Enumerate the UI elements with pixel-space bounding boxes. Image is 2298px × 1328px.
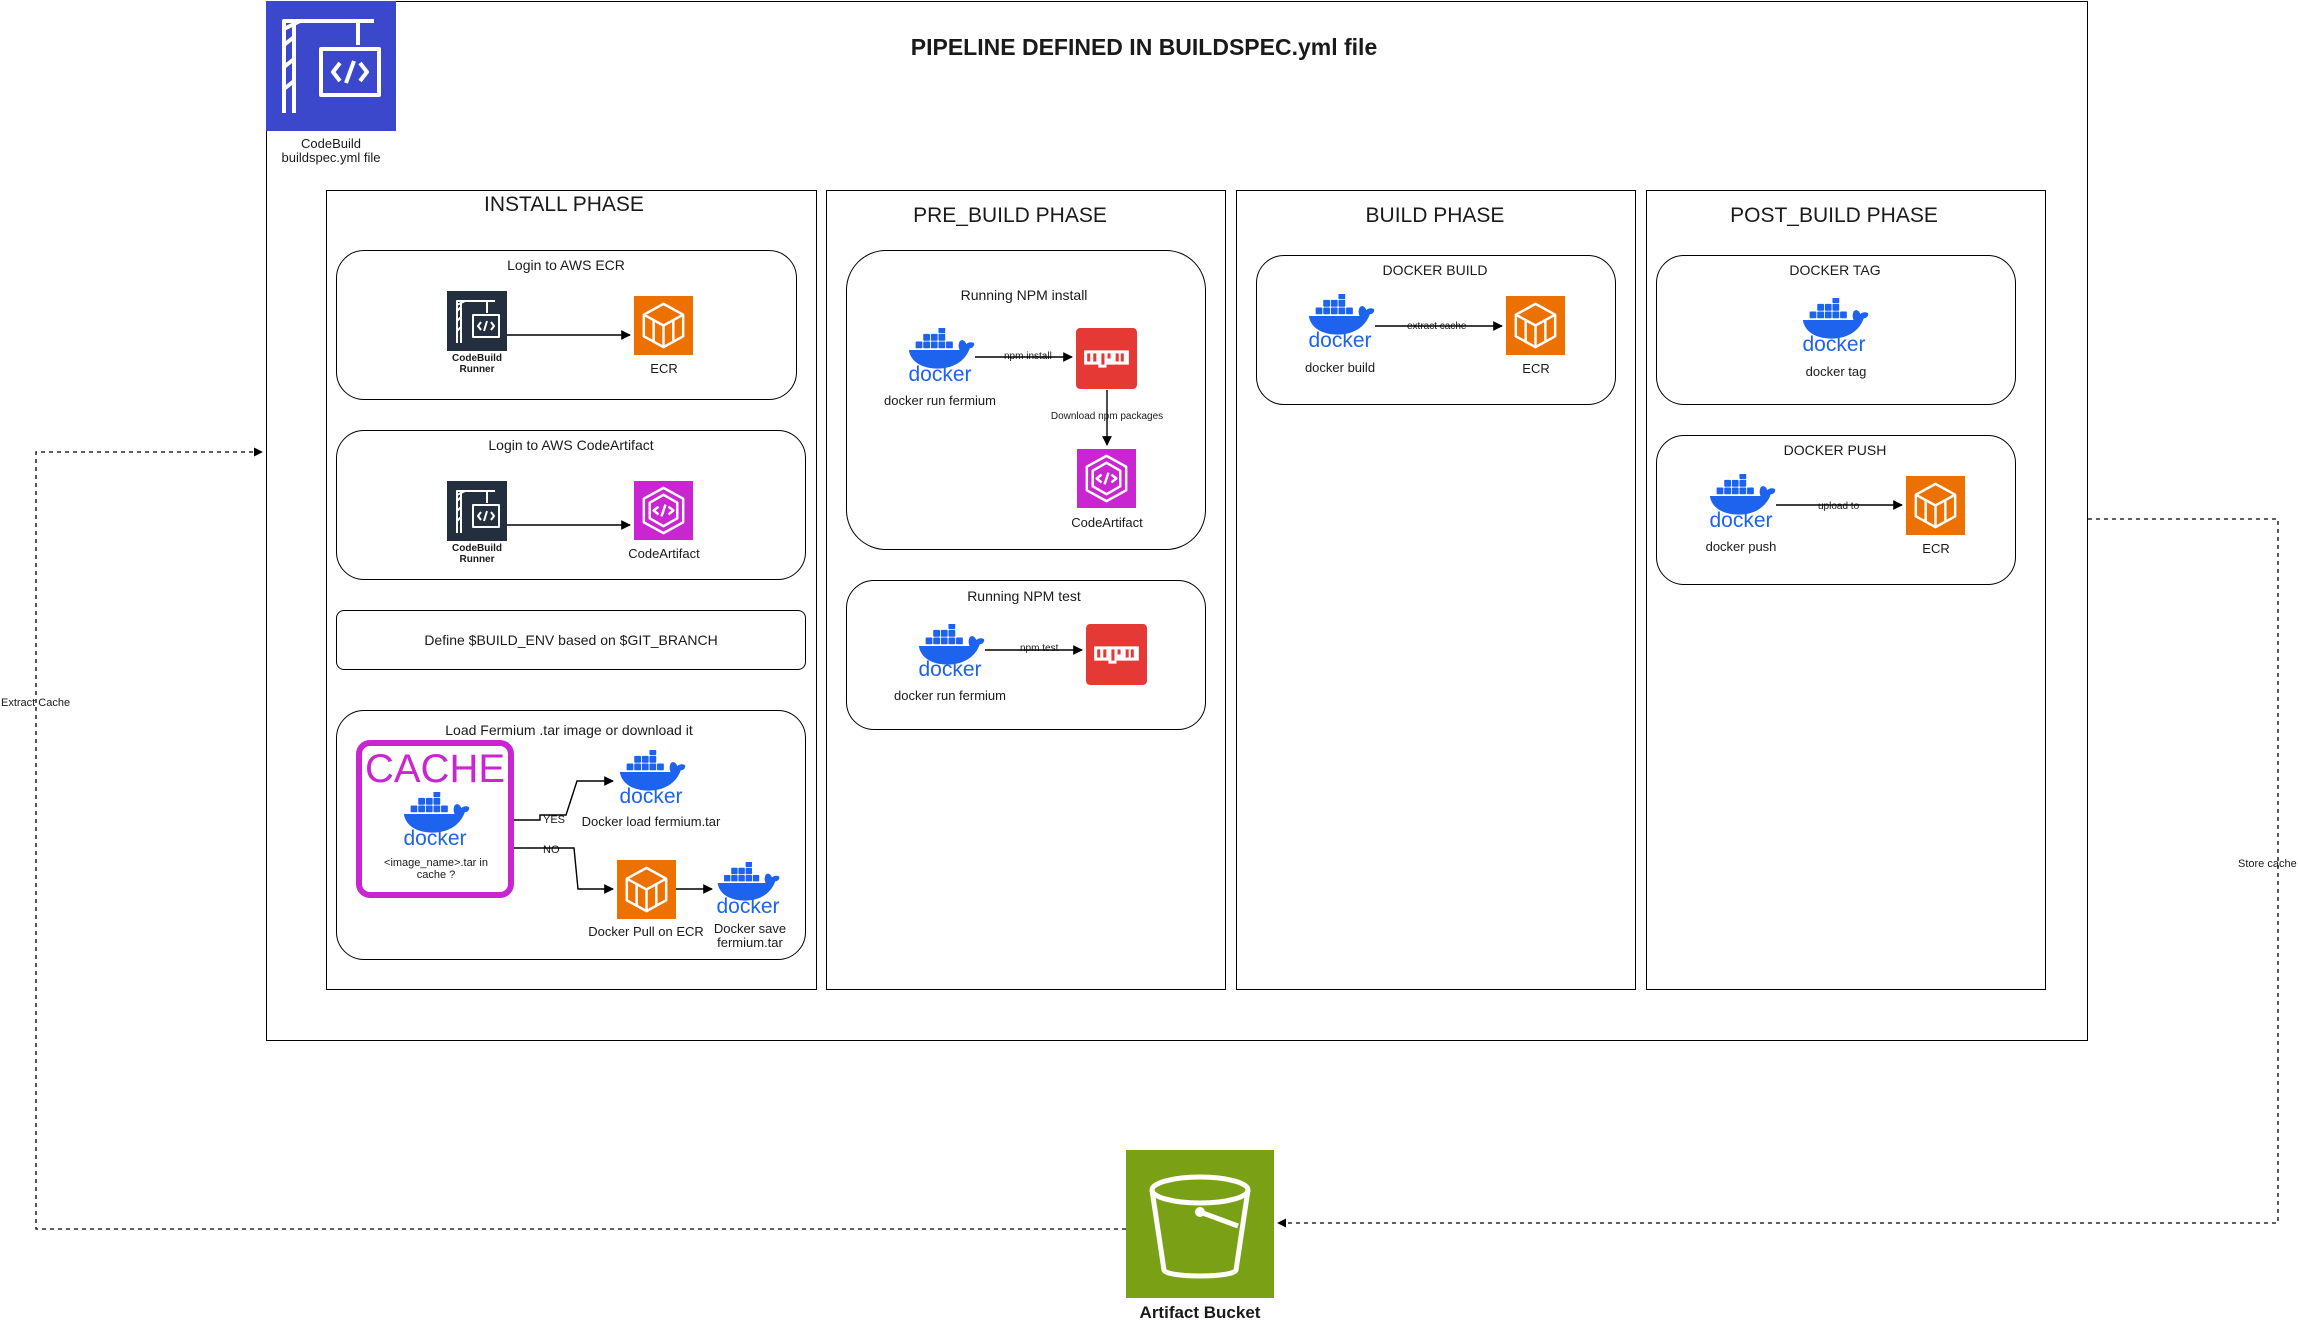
codebuild-runner-icon [447,481,507,541]
docker-pull-label: Docker Pull on ECR [588,924,704,939]
store-cache-label: Store cache [2238,858,2297,870]
codeartifact-icon [634,481,693,540]
ecr-icon [634,296,693,355]
docker-wordmark: docker [908,363,972,386]
docker-build-title: DOCKER BUILD [1382,262,1488,278]
codeartifact-login-title: Login to AWS CodeArtifact [488,437,654,453]
docker-run-label: docker run fermium [894,688,1006,703]
docker-run-label: docker run fermium [884,393,996,408]
runner-label: CodeBuild Runner [452,543,502,565]
install-phase-title: INSTALL PHASE [484,193,644,216]
ecr-label: ECR [650,361,678,376]
ecr-icon [1506,296,1565,355]
upload-edge-label: upload to [1818,501,1860,512]
npm-install-title: Running NPM install [960,287,1088,303]
load-fermium-title: Load Fermium .tar image or download it [445,722,693,738]
codeartifact-icon [1077,449,1136,508]
cache-question: <image_name>.tar in cache ? [384,857,488,882]
download-edge-label: Download npm packages [1050,411,1164,422]
docker-wordmark: docker [1308,329,1372,352]
ecr-icon [617,860,676,919]
docker-wordmark: docker [619,785,683,808]
ecr-login-box [336,250,797,400]
docker-save-label: Docker save fermium.tar [713,921,787,951]
docker-wordmark: docker [716,895,780,918]
build-phase-title: BUILD PHASE [1365,204,1505,227]
docker-wordmark: docker [1709,509,1773,532]
docker-wordmark: docker [918,658,982,681]
docker-build-label: docker build [1304,360,1376,375]
ecr-label: ECR [1522,361,1550,376]
ecr-login-title: Login to AWS ECR [507,257,625,273]
npm-icon [1076,328,1137,389]
npm-install-edge-label: npm install [1004,351,1052,362]
postbuild-phase-title: POST_BUILD PHASE [1730,204,1938,227]
docker-load-label: Docker load fermium.tar [581,814,721,829]
codebuild-runner-icon [447,291,507,351]
npm-test-title: Running NPM test [967,588,1081,604]
npm-test-edge-label: npm test [1020,643,1059,654]
docker-wordmark: docker [1802,333,1866,356]
codeartifact-label: CodeArtifact [628,546,700,561]
cache-word: CACHE [364,747,506,791]
page-title: PIPELINE DEFINED IN BUILDSPEC.yml file [910,34,1378,60]
docker-push-label: docker push [1705,539,1777,554]
extract-cache-edge-label: extract cache [1407,321,1467,332]
yes-label: YES [543,814,566,826]
codeartifact-label: CodeArtifact [1071,515,1143,530]
extract-cache-label: Extract Cache [1,697,71,709]
prebuild-phase-title: PRE_BUILD PHASE [913,204,1107,227]
codebuild-caption: CodeBuild buildspec.yml file [281,136,381,166]
docker-push-title: DOCKER PUSH [1783,442,1887,458]
no-label: NO [543,844,560,856]
ecr-label: ECR [1922,541,1950,556]
runner-label: CodeBuild Runner [452,353,502,375]
npm-icon [1086,624,1147,685]
s3-bucket-icon [1126,1150,1274,1298]
ecr-icon [1906,476,1965,535]
docker-wordmark: docker [403,827,467,850]
define-env-label: Define $BUILD_ENV based on $GIT_BRANCH [424,632,718,648]
codebuild-icon [266,1,396,131]
docker-tag-title: DOCKER TAG [1789,262,1881,278]
docker-tag-label: docker tag [1805,364,1867,379]
artifact-bucket-label: Artifact Bucket [1139,1303,1261,1322]
